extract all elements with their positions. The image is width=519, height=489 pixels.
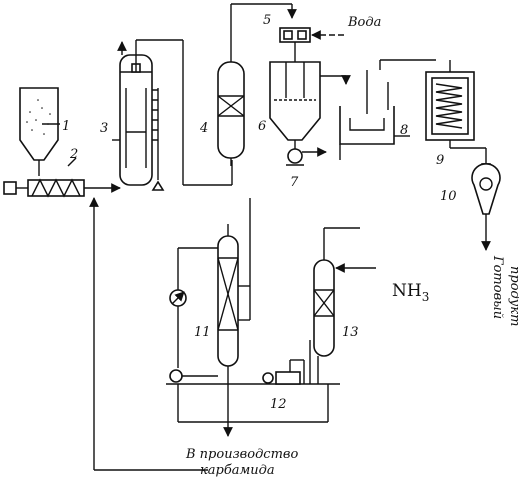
- label-7: 7: [290, 175, 299, 190]
- label-6: 6: [258, 119, 266, 134]
- label-10: 10: [440, 189, 457, 204]
- settler-6: [269, 61, 351, 150]
- reactor-3: [112, 39, 183, 191]
- equipment-labels: 1 2 3 4 5 6 7 8 9 10 11 12 13: [62, 13, 457, 412]
- absorber-13: [309, 227, 376, 384]
- carbamide-label-line1: В производство: [185, 447, 298, 462]
- label-1: 1: [62, 119, 70, 134]
- carbamide-label-line2: карбамида: [200, 463, 275, 478]
- product-label-line2: продукт: [507, 266, 519, 326]
- ammonia-label: NH3: [392, 281, 429, 304]
- bagger-10: [471, 163, 501, 251]
- label-12: 12: [270, 397, 287, 412]
- hopper-1: [19, 87, 60, 176]
- pump-7: [286, 147, 327, 166]
- label-8: 8: [400, 123, 408, 138]
- dryer-9: [425, 60, 491, 173]
- label-5: 5: [263, 13, 271, 28]
- water-label: Вода: [347, 15, 381, 30]
- label-4: 4: [199, 121, 208, 136]
- label-13: 13: [342, 325, 359, 340]
- pump-12: [262, 359, 305, 385]
- column-11: [169, 224, 250, 437]
- screw-feeder-2: [3, 157, 121, 198]
- scrubber-5: [279, 27, 344, 62]
- label-11: 11: [194, 325, 211, 340]
- recycle-lines: [89, 197, 340, 471]
- label-2: 2: [69, 147, 78, 162]
- label-9: 9: [436, 153, 444, 168]
- label-3: 3: [100, 121, 108, 136]
- filter-8: [339, 59, 436, 160]
- column-4: [182, 3, 297, 186]
- product-label-line1: Готовый: [490, 255, 505, 319]
